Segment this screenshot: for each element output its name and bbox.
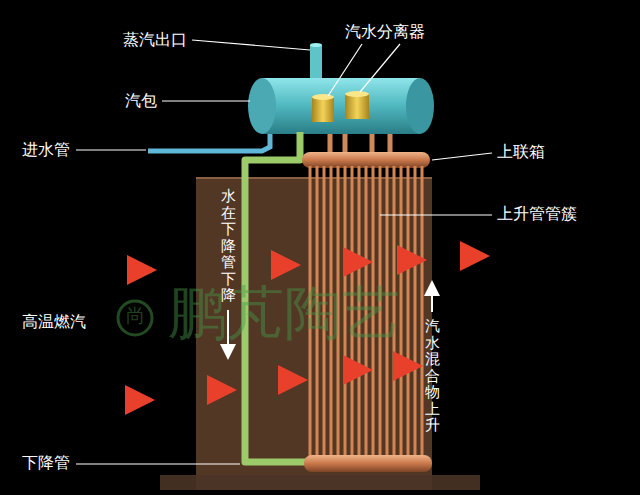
flow-note: 汽水混合物上升 <box>425 318 440 434</box>
part-label: 蒸汽出口 <box>123 30 187 49</box>
part-label: 下降管 <box>22 453 70 472</box>
part-label: 上联箱 <box>497 142 545 161</box>
watermark: 尚 <box>126 305 145 326</box>
flow-note: 水在下降管下降 <box>221 188 236 304</box>
inlet-pipe <box>148 125 270 151</box>
steam-water-separator <box>312 91 369 122</box>
watermark-circle <box>118 301 152 335</box>
leader-lines <box>76 40 492 464</box>
upper-header <box>302 152 430 168</box>
up-arrow <box>431 288 433 312</box>
part-label: 汽水分离器 <box>345 22 425 41</box>
part-label: 汽包 <box>125 91 157 110</box>
watermark: 鹏芃陶艺 <box>168 282 400 346</box>
part-label: 进水管 <box>22 140 70 159</box>
part-label: 上升管管簇 <box>497 204 577 223</box>
part-label: 高温燃汽 <box>22 312 86 331</box>
lower-header <box>304 455 432 472</box>
steam-drum <box>248 78 434 134</box>
